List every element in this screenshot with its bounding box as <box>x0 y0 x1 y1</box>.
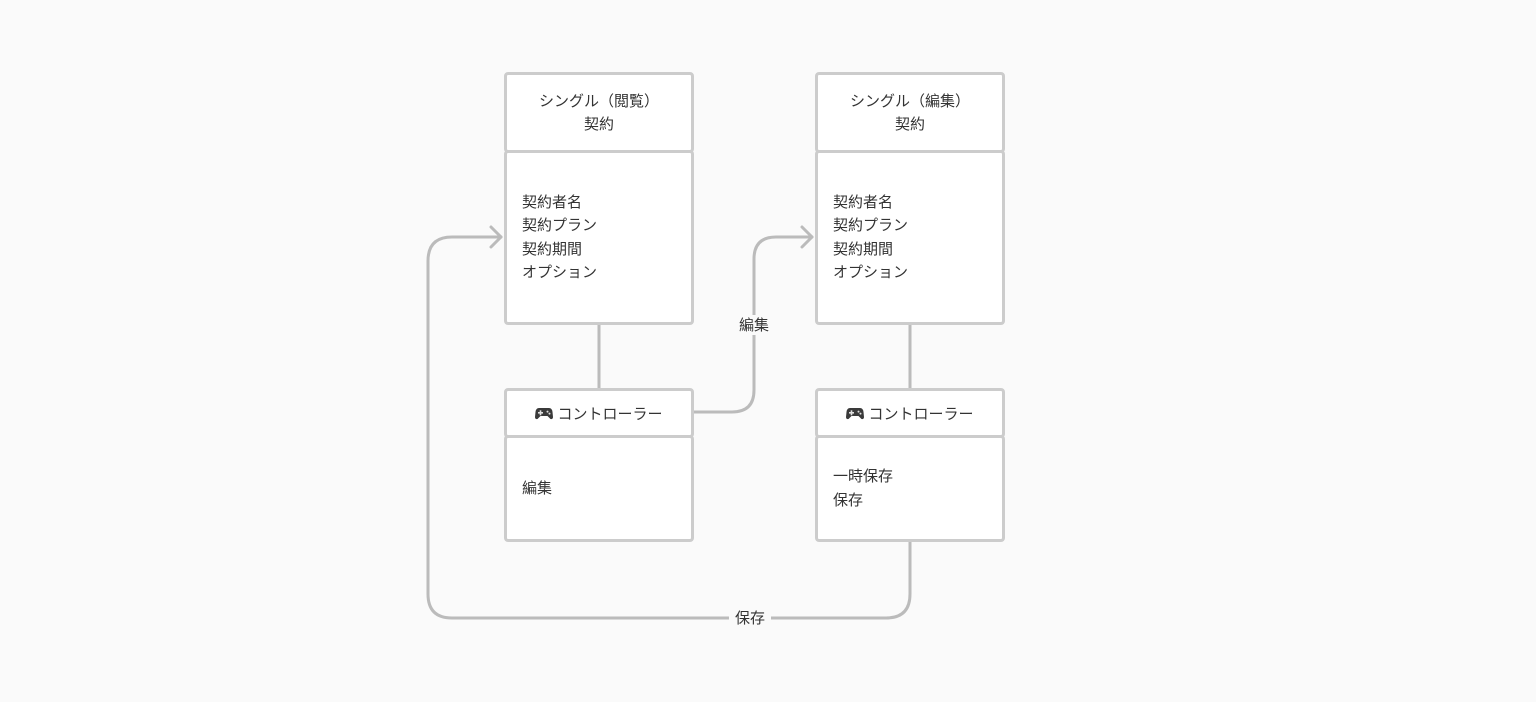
view-controller-title: コントローラー <box>557 404 663 423</box>
view-field: 契約期間 <box>522 239 583 258</box>
gamepad-icon <box>535 406 554 420</box>
view-fields-node: 契約者名 契約プラン 契約期間 オプション <box>504 150 694 325</box>
edit-field: オプション <box>833 263 909 281</box>
save-transition-edge <box>426 235 912 620</box>
temp-save-action: 一時保存 <box>833 467 894 485</box>
view-header-entity: 契約 <box>583 114 614 133</box>
edit-transition-arrowhead <box>800 225 814 249</box>
edit-fields-node: 契約者名 契約プラン 契約期間 オプション <box>815 150 1005 325</box>
view-field: 契約者名 <box>522 192 583 211</box>
view-header-node: シングル（閲覧） 契約 <box>504 72 694 153</box>
edit-field: 契約プラン <box>833 216 909 234</box>
gamepad-icon <box>846 406 865 420</box>
save-edge-label: 保存 <box>728 608 772 628</box>
edit-controller-header: コントローラー <box>815 388 1005 438</box>
edit-edge-label: 編集 <box>732 315 776 335</box>
edit-action: 編集 <box>522 478 553 497</box>
save-transition-arrowhead <box>489 225 503 249</box>
view-field: オプション <box>522 263 598 281</box>
edit-controller-actions: 一時保存 保存 <box>815 435 1005 542</box>
edit-field: 契約者名 <box>833 192 894 211</box>
edit-controller-title: コントローラー <box>868 404 974 423</box>
view-controller-header: コントローラー <box>504 388 694 438</box>
edit-header-node: シングル（編集） 契約 <box>815 72 1005 153</box>
view-field: 契約プラン <box>522 216 598 234</box>
edit-field: 契約期間 <box>833 239 894 258</box>
view-controller-actions: 編集 <box>504 435 694 542</box>
save-action: 保存 <box>833 490 864 509</box>
edit-header-title: シングル（編集） <box>849 91 970 110</box>
view-header-title: シングル（閲覧） <box>538 91 659 110</box>
edit-header-entity: 契約 <box>894 114 925 133</box>
